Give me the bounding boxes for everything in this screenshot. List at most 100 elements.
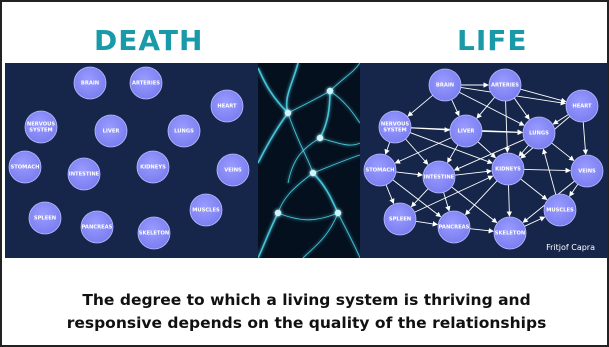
life-node-brain [428,68,462,102]
life-node-liver [449,114,483,148]
neuron-branch [302,212,339,258]
photo-credit: Fritjof Capra [546,243,595,252]
death-node-label-liver: LIVER [103,129,120,135]
life-link-heart-veins [582,121,589,155]
neuron-cell [334,209,342,217]
life-link-liver-stomach [394,137,452,164]
death-node-label-nervous: SYSTEM [29,128,52,134]
life-link-veins-muscles [569,183,579,197]
life-link-liver-intestine [447,144,459,164]
life-link-nervous-kidneys [409,132,493,165]
death-node-brain [73,66,107,100]
life-node-label-brain: BRAIN [436,83,454,89]
life-link-brain-liver [451,99,460,117]
death-node-pancreas [80,210,114,244]
death-node-label-brain: BRAIN [81,81,99,87]
death-node-label-intestine: INTESTINE [69,172,100,178]
death-node-veins [216,153,250,187]
neuron-cell [309,169,317,177]
death-node-label-heart: HEART [217,104,237,110]
death-node-label-stomach: STOMACH [10,165,39,171]
death-node-label-arteries: ARTERIES [132,81,160,87]
death-node-spleen [28,201,62,235]
life-node-skeleton [493,216,527,250]
life-node-label-arteries: ARTERIES [491,83,519,89]
life-node-pancreas [437,210,471,244]
life-link-liver-kidneys [477,141,497,159]
life-link-lungs-intestine [453,139,525,171]
life-link-kidneys-veins [523,167,571,174]
neuron-branch [319,137,360,146]
life-node-label-skeleton: SKELETON [495,231,525,237]
life-node-label-muscles: MUSCLES [546,208,574,214]
neuron-cell [326,87,334,95]
life-node-label-intestine: INTESTINE [424,175,455,181]
life-link-arteries-heart [520,88,567,103]
life-link-stomach-intestine [395,171,424,178]
neuron-branch [287,90,331,114]
life-node-label-kidneys: KIDNEYS [495,167,521,173]
life-link-arteries-liver [476,96,495,119]
life-node-kidneys [491,152,525,186]
life-node-nervous [378,110,412,144]
death-node-label-lungs: LUNGS [174,129,194,135]
neuron-branch [319,90,331,139]
caption-line-1: The degree to which a living system is t… [82,291,531,309]
neuron-cell [284,109,292,117]
neuron-branch [258,212,279,258]
life-node-lungs [522,116,556,150]
neuron-image [258,63,360,258]
life-link-brain-lungs [459,91,525,126]
life-link-nervous-stomach [384,141,391,155]
life-link-intestine-kidneys [454,168,493,176]
neuron-branch [287,137,321,184]
life-link-muscles-lungs [542,148,557,195]
life-node-label-nervous: SYSTEM [383,128,406,134]
life-node-muscles [543,193,577,227]
life-node-label-heart: HEART [572,104,592,110]
life-heading: LIFE [457,24,528,57]
life-link-spleen-pancreas [415,220,439,227]
life-link-kidneys-muscles [520,178,548,201]
death-node-intestine [67,157,101,191]
death-node-label-pancreas: PANCREAS [82,225,113,231]
neuron-image-panel [258,63,360,258]
death-node-label-kidneys: KIDNEYS [140,165,166,171]
death-node-skeleton [137,216,171,250]
neuron-branch [329,90,360,124]
life-node-label-veins: VEINS [578,169,596,175]
life-link-skeleton-muscles [524,216,546,227]
death-node-label-veins: VEINS [224,168,242,174]
death-node-label-skeleton: SKELETON [139,231,169,237]
life-node-label-nervous: NERVOUS [381,122,409,128]
neuron-branch [329,63,360,92]
neuron-branch [277,172,314,214]
death-node-kidneys [136,150,170,184]
life-link-kidneys-skeleton [506,184,513,217]
death-node-muscles [189,193,223,227]
neuron-branch [337,212,360,258]
life-node-intestine [422,160,456,194]
death-node-stomach [8,150,42,184]
life-node-heart [565,89,599,123]
death-node-arteries [129,66,163,100]
life-link-pancreas-skeleton [469,228,494,234]
neuron-cell [274,209,282,217]
life-node-label-liver: LIVER [458,129,475,135]
life-link-brain-nervous [407,94,434,117]
life-node-veins [570,154,604,188]
death-heading: DEATH [94,24,204,57]
life-link-nervous-intestine [405,138,429,165]
life-link-stomach-pancreas [392,179,442,218]
neuron-branch [285,63,299,114]
life-node-spleen [383,202,417,236]
life-link-arteries-lungs [513,97,530,120]
death-node-label-spleen: SPLEEN [34,216,56,222]
death-node-liver [94,114,128,148]
neuron-branch [258,112,289,164]
life-link-intestine-spleen [410,188,429,208]
neuron-branch [258,67,289,114]
